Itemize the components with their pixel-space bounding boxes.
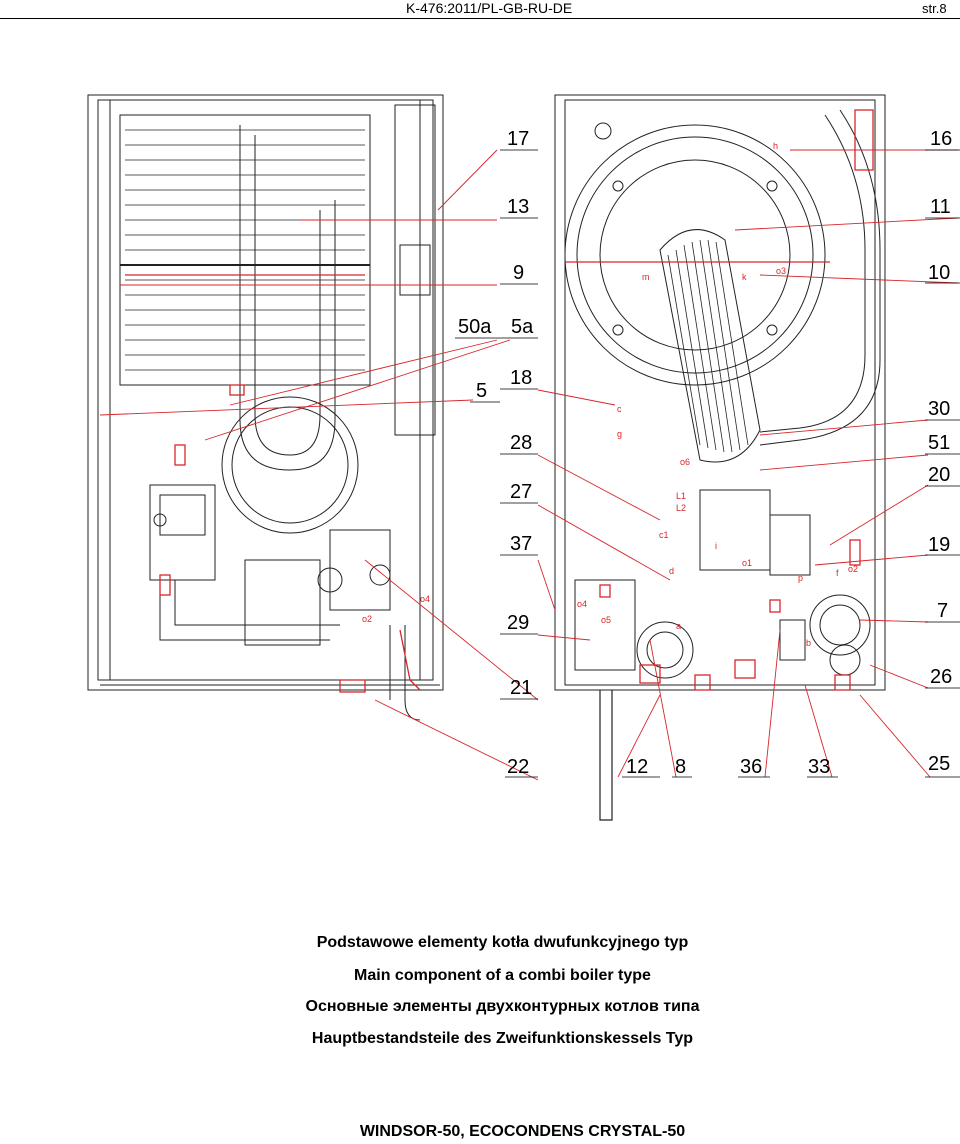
caption-english: Main component of a combi boiler type: [354, 967, 651, 984]
inner-label-o6: o6: [680, 457, 690, 467]
inner-label-c: c: [617, 404, 622, 414]
callouts-left: 17 13 9 50a 5a 5 18 28 27 37 29 21: [458, 128, 534, 699]
inner-label-c1: c1: [659, 530, 669, 540]
inner-label-o2: o2: [848, 564, 858, 574]
callout-51: 51: [928, 432, 950, 454]
callout-50a: 50a: [458, 316, 492, 338]
document-code: K-476:2011/PL-GB-RU-DE: [406, 0, 573, 16]
inner-labels: c g m k o3 h o6 L1 L2 c1 d i o1 p f o2 o…: [362, 141, 858, 648]
caption-polish: Podstawowe elementy kotła dwufunkcyjnego…: [316, 934, 689, 951]
page-header: K-476:2011/PL-GB-RU-DE str.8: [0, 0, 960, 20]
callout-18: 18: [510, 367, 532, 389]
callout-28: 28: [510, 432, 532, 454]
callout-29: 29: [507, 612, 529, 634]
callout-5a: 5a: [511, 316, 534, 338]
right-view: [554, 94, 886, 821]
callout-13: 13: [507, 196, 529, 218]
callout-16: 16: [930, 128, 952, 150]
caption-russian: Основные элементы двухконтурных котлов т…: [305, 998, 700, 1015]
callout-22: 22: [507, 756, 529, 778]
inner-label-o5: o5: [601, 615, 611, 625]
callout-27: 27: [510, 481, 532, 503]
inner-label-h: h: [773, 141, 778, 151]
inner-label-d: d: [669, 566, 674, 576]
callout-37: 37: [510, 533, 532, 555]
inner-label-o1: o1: [742, 558, 752, 568]
inner-label-l2: L2: [676, 503, 686, 513]
callout-25: 25: [928, 753, 950, 775]
inner-label-o2-left: o2: [362, 614, 372, 624]
callout-12: 12: [626, 756, 648, 778]
leader-lines: [99, 149, 959, 781]
inner-label-m: m: [642, 272, 650, 282]
caption-german: Hauptbestandsteile des Zweifunktionskess…: [311, 1030, 694, 1047]
callout-5: 5: [476, 380, 487, 402]
callout-8: 8: [675, 756, 686, 778]
inner-label-i: i: [715, 541, 717, 551]
callout-33: 33: [808, 756, 830, 778]
inner-label-k: k: [742, 272, 747, 282]
inner-label-f: f: [836, 568, 839, 578]
inner-label-o4: o4: [577, 599, 587, 609]
callout-36: 36: [740, 756, 762, 778]
inner-label-o4-left: o4: [420, 594, 430, 604]
callout-30: 30: [928, 398, 950, 420]
inner-label-b: b: [806, 638, 811, 648]
boiler-technical-drawing: 17 13 9 50a 5a 5 18 28 27 37 29 21 16 11…: [87, 94, 960, 821]
callout-17: 17: [507, 128, 529, 150]
callouts-bottom: 22 12 8 36 33 25: [507, 753, 950, 778]
inner-label-o3: o3: [776, 266, 786, 276]
callout-10: 10: [928, 262, 950, 284]
inner-label-g: g: [617, 429, 622, 439]
callout-19: 19: [928, 534, 950, 556]
callout-11: 11: [930, 196, 951, 218]
callout-9: 9: [513, 262, 524, 284]
callout-7: 7: [937, 600, 948, 622]
inner-label-p: p: [798, 573, 803, 583]
left-view: [87, 94, 444, 721]
page-number: str.8: [922, 1, 947, 16]
header-rule: [0, 18, 960, 19]
callout-21: 21: [510, 677, 532, 699]
callouts-right: 16 11 10 30 51 20 19 7 26: [928, 128, 952, 688]
inner-label-l1: L1: [676, 491, 686, 501]
callout-underlines: [455, 149, 960, 778]
inner-label-a: a: [676, 621, 681, 631]
callout-20: 20: [928, 464, 950, 486]
model-footer: WINDSOR-50, ECOCONDENS CRYSTAL-50: [359, 1123, 686, 1140]
callout-26: 26: [930, 666, 952, 688]
highlight-layer: [125, 109, 874, 693]
